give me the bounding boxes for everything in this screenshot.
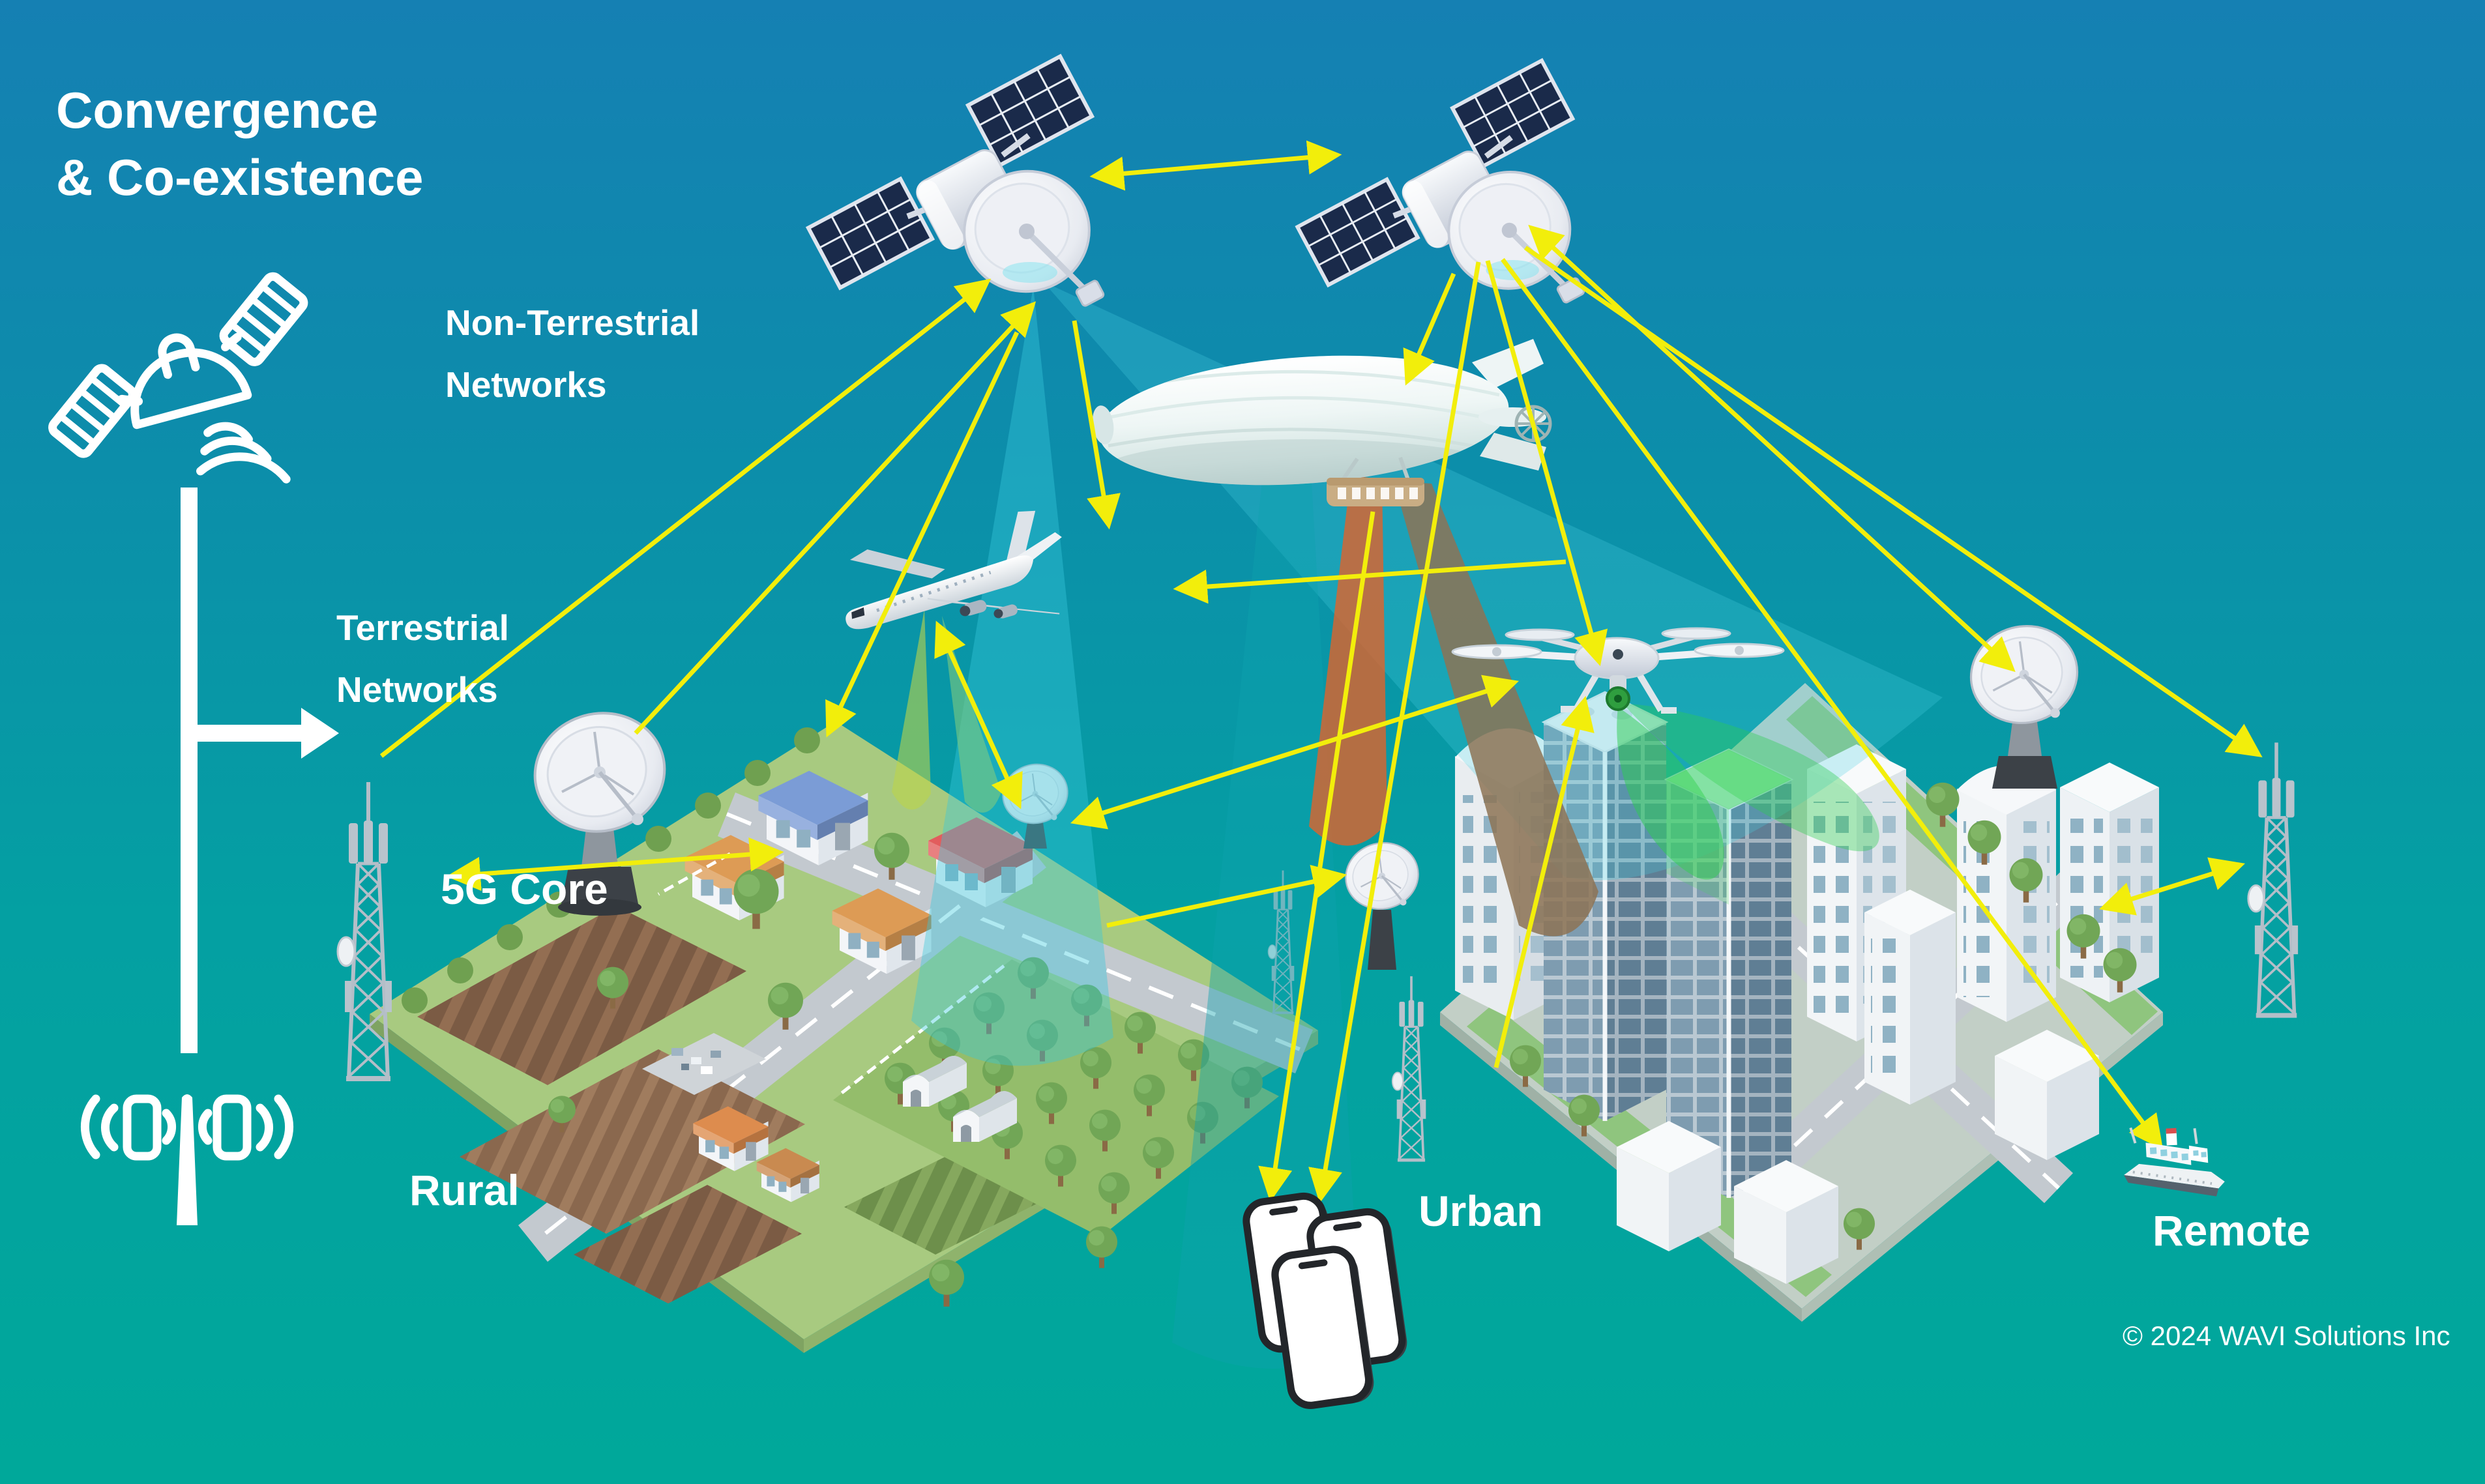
building-low-3 xyxy=(1734,1160,1838,1284)
terrestrial-networks-label: Terrestrial Networks xyxy=(336,607,509,710)
5g-core-label: 5G Core xyxy=(441,865,608,913)
copyright-text: © 2024 WAVI Solutions Inc xyxy=(2123,1320,2450,1351)
ground-dish-urban xyxy=(1960,614,2089,789)
building-low-4 xyxy=(1995,1030,2099,1160)
building-low-1 xyxy=(1864,890,1956,1105)
relay-dish-rural xyxy=(995,756,1076,849)
relay-dish-urban xyxy=(1337,834,1427,970)
junk-pile xyxy=(642,1033,766,1095)
building-low-2 xyxy=(1617,1121,1721,1251)
cell-tower-urban-left xyxy=(1391,975,1428,1163)
cell-tower-urban-right xyxy=(2248,742,2298,1017)
remote-label: Remote xyxy=(2153,1206,2311,1255)
antenna-icon xyxy=(80,1094,294,1225)
satellite-left xyxy=(808,57,1105,307)
ship xyxy=(2124,1127,2225,1197)
page-title: Convergence & Co-existence xyxy=(56,81,424,206)
satellite-right xyxy=(1297,61,1585,304)
link-arrows xyxy=(379,140,2263,1204)
urban-label: Urban xyxy=(1419,1187,1543,1235)
rural-label: Rural xyxy=(409,1166,520,1214)
flow-connector xyxy=(181,487,339,1053)
smartphones xyxy=(1244,1193,1409,1412)
non-terrestrial-networks-label: Non-Terrestrial Networks xyxy=(445,302,700,405)
satellite-icon xyxy=(48,272,308,484)
airplane xyxy=(845,510,1062,630)
urban-city xyxy=(1440,683,2163,1322)
